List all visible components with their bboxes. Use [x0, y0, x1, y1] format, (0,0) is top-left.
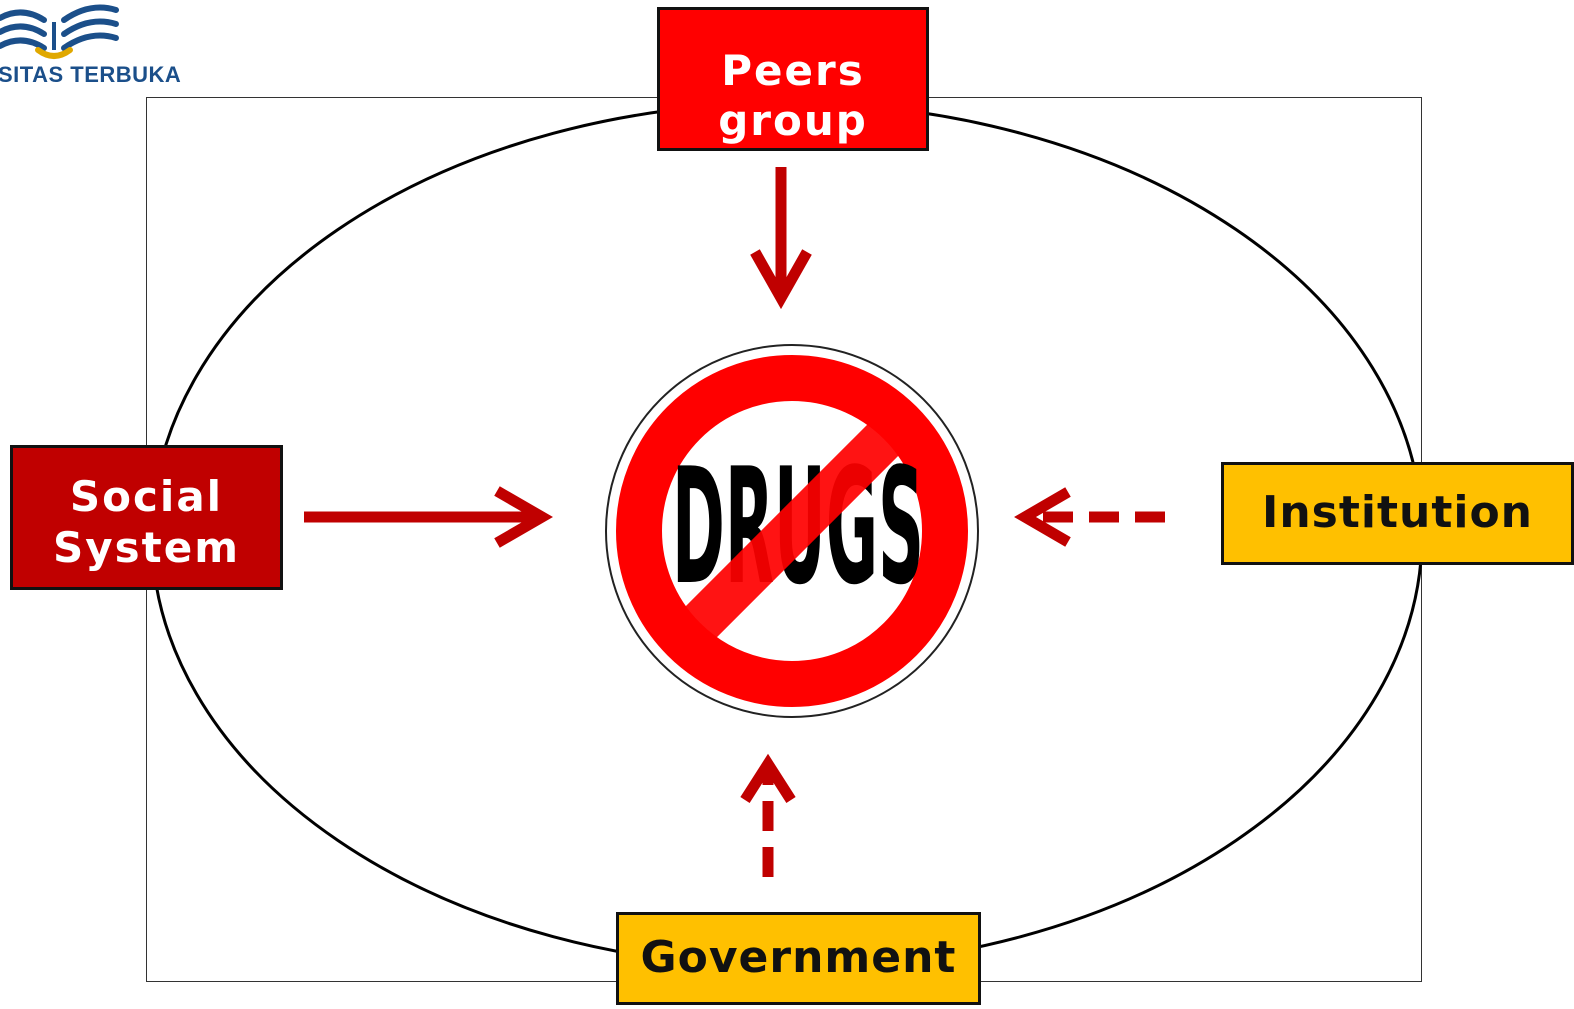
- government-box: Government: [616, 912, 981, 1005]
- institution-arrow-head: [1014, 487, 1071, 547]
- institution-label: Institution: [1261, 487, 1534, 539]
- sign-slash: [663, 402, 921, 660]
- social-system-label-line-1: Social: [69, 472, 224, 522]
- logo-text: SITAS TERBUKA: [0, 62, 182, 87]
- government-label: Government: [640, 932, 957, 984]
- university-logo: SITAS TERBUKA: [0, 0, 230, 100]
- social-arrow-head: [494, 486, 553, 548]
- government-arrow-head: [740, 753, 796, 803]
- institution-box: Institution: [1221, 462, 1574, 565]
- peers-group-label-line-2: group: [718, 96, 868, 145]
- peers-group-label-line-1: Peers: [721, 45, 865, 95]
- social-system-label-line-2: System: [53, 522, 240, 572]
- social-system-box: Social System: [10, 445, 283, 590]
- open-book-icon: [0, 4, 119, 59]
- no-drugs-sign: DRUGS: [605, 344, 979, 718]
- peers-arrow-head: [750, 249, 812, 310]
- sign-red-ring: [616, 355, 968, 707]
- peers-group-box: Peers group: [657, 7, 929, 151]
